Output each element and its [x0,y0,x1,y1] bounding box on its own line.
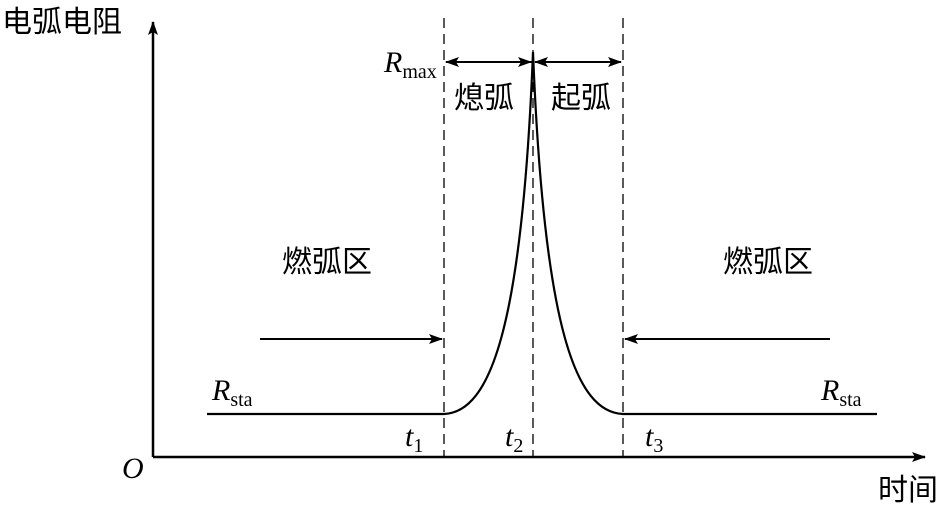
r-max-label: Rmax [383,46,437,83]
origin-label: O [122,452,144,485]
y-axis-label: 电弧电阻 [2,5,122,40]
t1-label: t1 [405,420,423,457]
t3-label: t3 [645,420,663,457]
x-axis-label: 时间 [878,473,938,507]
r-sta-left-label: Rsta [211,374,253,411]
reignite-label: 起弧 [551,81,611,116]
resistance-curve [207,51,877,416]
t2-label: t2 [505,420,523,457]
right-burning-region-label: 燃弧区 [723,245,813,280]
extinguish-label: 熄弧 [454,81,514,116]
r-sta-right-label: Rsta [820,374,862,411]
left-burning-region-label: 燃弧区 [282,245,372,280]
